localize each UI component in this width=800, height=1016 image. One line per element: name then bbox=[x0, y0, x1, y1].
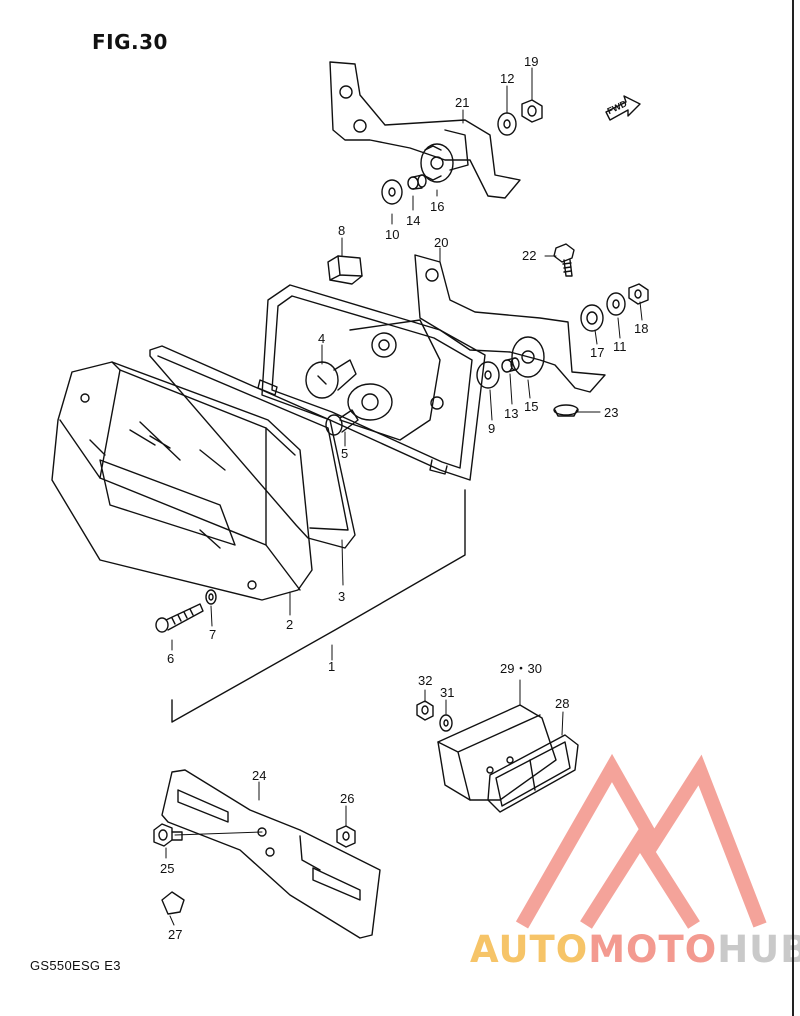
callout-4: 4 bbox=[318, 331, 326, 346]
forward-arrow-icon bbox=[605, 95, 641, 121]
callout-18: 18 bbox=[634, 321, 649, 336]
callout-27: 27 bbox=[168, 927, 183, 942]
license-bracket-part-24 bbox=[161, 769, 381, 939]
callout-6: 6 bbox=[167, 651, 175, 666]
nut-part-18 bbox=[628, 283, 649, 305]
watermark-moto: MOTO bbox=[588, 928, 718, 971]
washer-part-31 bbox=[439, 714, 453, 732]
callout-14: 14 bbox=[406, 213, 421, 228]
watermark-text: AUTOMOTOHUB bbox=[470, 928, 800, 971]
grommet-part-23 bbox=[553, 404, 579, 417]
callout-3: 3 bbox=[338, 589, 346, 604]
page-edge-border bbox=[792, 0, 794, 1016]
washer-part-7 bbox=[205, 589, 217, 605]
clip-part-27 bbox=[161, 891, 185, 915]
callout-2: 2 bbox=[286, 617, 294, 632]
bulb-part-4 bbox=[305, 359, 357, 399]
callout-26: 26 bbox=[340, 791, 355, 806]
upper-bracket-part-21 bbox=[329, 61, 521, 199]
bulb-part-5 bbox=[325, 409, 359, 436]
license-light-part-29-30 bbox=[437, 704, 557, 801]
nut-part-26 bbox=[336, 825, 356, 848]
washer-part-10 bbox=[381, 179, 403, 205]
grommet-part-16 bbox=[420, 143, 454, 183]
callout-20: 20 bbox=[434, 235, 449, 250]
callout-1: 1 bbox=[328, 659, 336, 674]
callout-5: 5 bbox=[341, 446, 349, 461]
callout-16: 16 bbox=[430, 199, 445, 214]
callout-32: 32 bbox=[418, 673, 433, 688]
cushion-part-8 bbox=[327, 255, 363, 285]
callout-13: 13 bbox=[504, 406, 519, 421]
screw-part-6 bbox=[155, 603, 204, 633]
watermark-hub: HUB bbox=[717, 928, 800, 971]
callout-21: 21 bbox=[455, 95, 470, 110]
washer-part-17 bbox=[580, 304, 604, 332]
figure-title: FIG.30 bbox=[92, 30, 168, 54]
callout-17: 17 bbox=[590, 345, 605, 360]
callout-31: 31 bbox=[440, 685, 455, 700]
lens-part-2 bbox=[51, 361, 313, 601]
callout-9: 9 bbox=[488, 421, 496, 436]
collar-part-13 bbox=[501, 357, 520, 373]
callout-22: 22 bbox=[522, 248, 537, 263]
callout-19: 19 bbox=[524, 54, 539, 69]
leader-lines bbox=[165, 67, 643, 926]
callout-10: 10 bbox=[385, 227, 400, 242]
callout-15: 15 bbox=[524, 399, 539, 414]
washer-part-12 bbox=[497, 112, 517, 136]
watermark-logo-icon bbox=[515, 753, 767, 929]
assembly-line-part-1 bbox=[171, 489, 466, 723]
callout-12: 12 bbox=[500, 71, 515, 86]
collar-part-14 bbox=[407, 174, 427, 190]
callout-11: 11 bbox=[613, 339, 627, 354]
bolt-part-22 bbox=[553, 243, 575, 277]
callout-23: 23 bbox=[604, 405, 619, 420]
watermark-auto: AUTO bbox=[470, 928, 589, 971]
callout-24: 24 bbox=[252, 768, 267, 783]
taillight-housing-part-1 bbox=[257, 284, 486, 481]
washer-part-11 bbox=[606, 292, 626, 316]
callout-25: 25 bbox=[160, 861, 175, 876]
bolt-part-25 bbox=[153, 823, 183, 847]
gasket-part-3 bbox=[149, 345, 356, 549]
mounting-bracket-part-20 bbox=[414, 254, 606, 393]
license-light-lens-part-28 bbox=[487, 734, 579, 813]
model-code: GS550ESG E3 bbox=[30, 958, 121, 973]
callout-29-30: 29・30 bbox=[500, 661, 542, 676]
grommet-part-15 bbox=[511, 336, 545, 378]
callout-28: 28 bbox=[555, 696, 570, 711]
nut-part-32 bbox=[416, 700, 434, 721]
callout-7: 7 bbox=[209, 627, 217, 642]
nut-part-19 bbox=[521, 99, 543, 123]
washer-part-9 bbox=[476, 361, 500, 389]
callout-8: 8 bbox=[338, 223, 346, 238]
